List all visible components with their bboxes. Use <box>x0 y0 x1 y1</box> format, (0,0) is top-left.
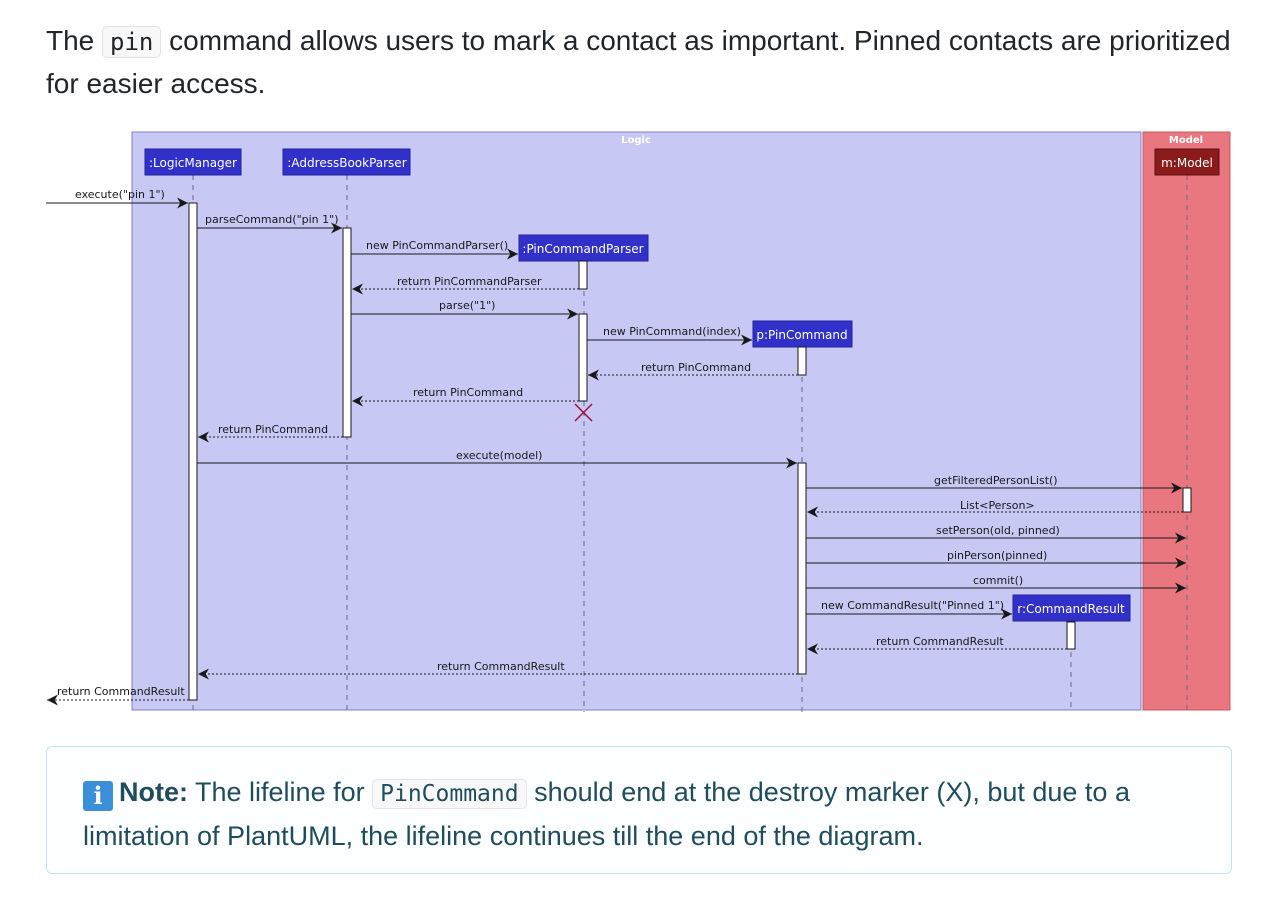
label-return-pin-command-3: return PinCommand <box>218 423 328 436</box>
participant-model-box <box>1154 148 1220 176</box>
participant-command-result-box <box>1012 594 1131 622</box>
activation-logic-manager <box>188 202 198 701</box>
label-execute-pin: execute("pin 1") <box>75 188 165 201</box>
participant-pin-command-box <box>752 320 853 348</box>
activation-pin-parser-create <box>578 260 588 290</box>
label-return-pin-parser: return PinCommandParser <box>397 275 542 288</box>
label-return-pin-command-2: return PinCommand <box>413 386 523 399</box>
note-before: The lifeline for <box>195 777 365 807</box>
participant-address-book-parser-box <box>282 148 411 176</box>
label-parse-command: parseCommand("pin 1") <box>205 213 339 226</box>
participant-model: m:Model <box>1161 156 1213 170</box>
label-get-filtered-list: getFilteredPersonList() <box>934 474 1058 487</box>
label-return-command-result-2: return CommandResult <box>437 660 565 673</box>
destroy-marker <box>574 403 593 422</box>
participant-command-result: r:CommandResult <box>1017 602 1125 616</box>
label-new-command-result: new CommandResult("Pinned 1") <box>821 599 1004 612</box>
label-return-pin-command-1: return PinCommand <box>641 361 751 374</box>
note-after: should end at the destroy marker (X), bu… <box>83 777 1130 851</box>
activation-pin-command-create <box>797 346 807 376</box>
label-set-person: setPerson(old, pinned) <box>936 524 1060 537</box>
label-commit: commit() <box>973 574 1023 587</box>
intro-after: command allows users to mark a contact a… <box>46 25 1231 99</box>
label-new-pin-parser: new PinCommandParser() <box>366 239 508 252</box>
label-pin-person: pinPerson(pinned) <box>947 549 1047 562</box>
participant-pin-command: p:PinCommand <box>756 328 847 342</box>
label-parse-1: parse("1") <box>439 299 495 312</box>
label-new-pin-command: new PinCommand(index) <box>603 325 741 338</box>
activation-model <box>1182 487 1192 513</box>
sequence-diagram: Logic Model :LogicManager :AddressBookPa… <box>46 131 1231 712</box>
participant-address-book-parser: :AddressBookParser <box>287 156 406 170</box>
pincommand-code: PinCommand <box>372 779 527 809</box>
info-icon: i <box>83 781 113 811</box>
participant-pin-command-parser: :PinCommandParser <box>522 242 643 256</box>
logic-group-label: Logic <box>621 135 651 146</box>
activation-pin-command-execute <box>797 462 807 675</box>
intro-paragraph: The pin command allows users to mark a c… <box>46 20 1246 105</box>
participant-pin-command-parser-box <box>518 234 649 262</box>
activation-pin-parser-parse <box>578 313 588 402</box>
participant-logic-manager: :LogicManager <box>149 156 237 170</box>
label-return-command-result-3: return CommandResult <box>57 685 185 698</box>
model-group-label: Model <box>1169 135 1203 146</box>
pin-code: pin <box>102 26 162 58</box>
label-execute-model: execute(model) <box>456 449 542 462</box>
label-return-command-result-1: return CommandResult <box>876 635 1004 648</box>
activation-address-book-parser <box>342 227 352 438</box>
activation-command-result <box>1066 621 1076 650</box>
intro-before: The <box>46 25 95 56</box>
label-person-list: List<Person> <box>960 499 1035 512</box>
note-label: Note: <box>119 777 188 807</box>
participant-logic-manager-box <box>144 148 242 176</box>
